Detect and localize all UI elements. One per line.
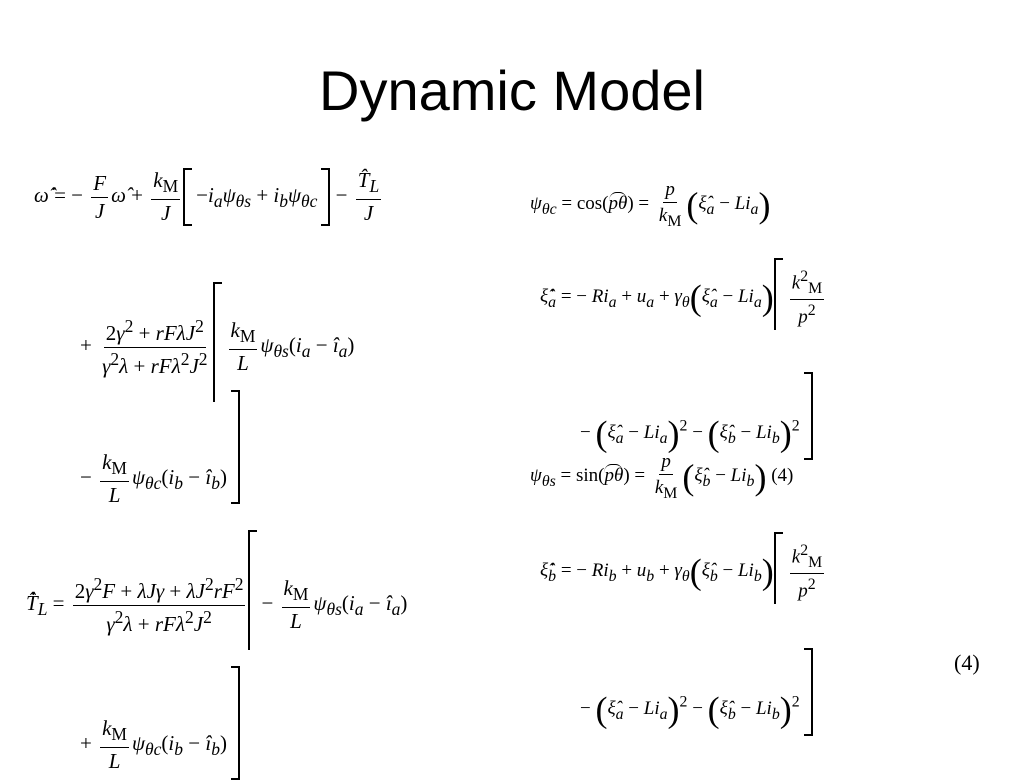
xi-a-dot-equation-line-2: − (ξ̂a − Lia)2 − (ξ̂b − Lib)2 (580, 372, 813, 460)
xi-b-dot-equation-line-2: − (ξ̂a − Lia)2 − (ξ̂b − Lib)2 (580, 648, 813, 736)
equation-number: (4) (954, 650, 980, 675)
slide-title: Dynamic Model (319, 59, 705, 122)
